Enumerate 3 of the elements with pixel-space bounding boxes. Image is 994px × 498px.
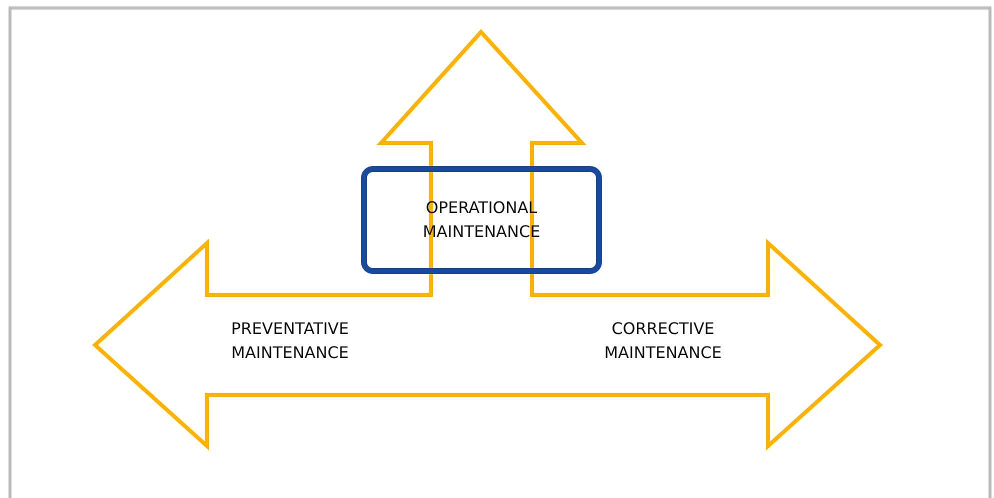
arrow-label: CORRECTIVE MAINTENANCE [603,318,723,364]
arrow-label: PREVENTATIVE MAINTENANCE [230,318,350,364]
rounded-box [361,166,602,274]
